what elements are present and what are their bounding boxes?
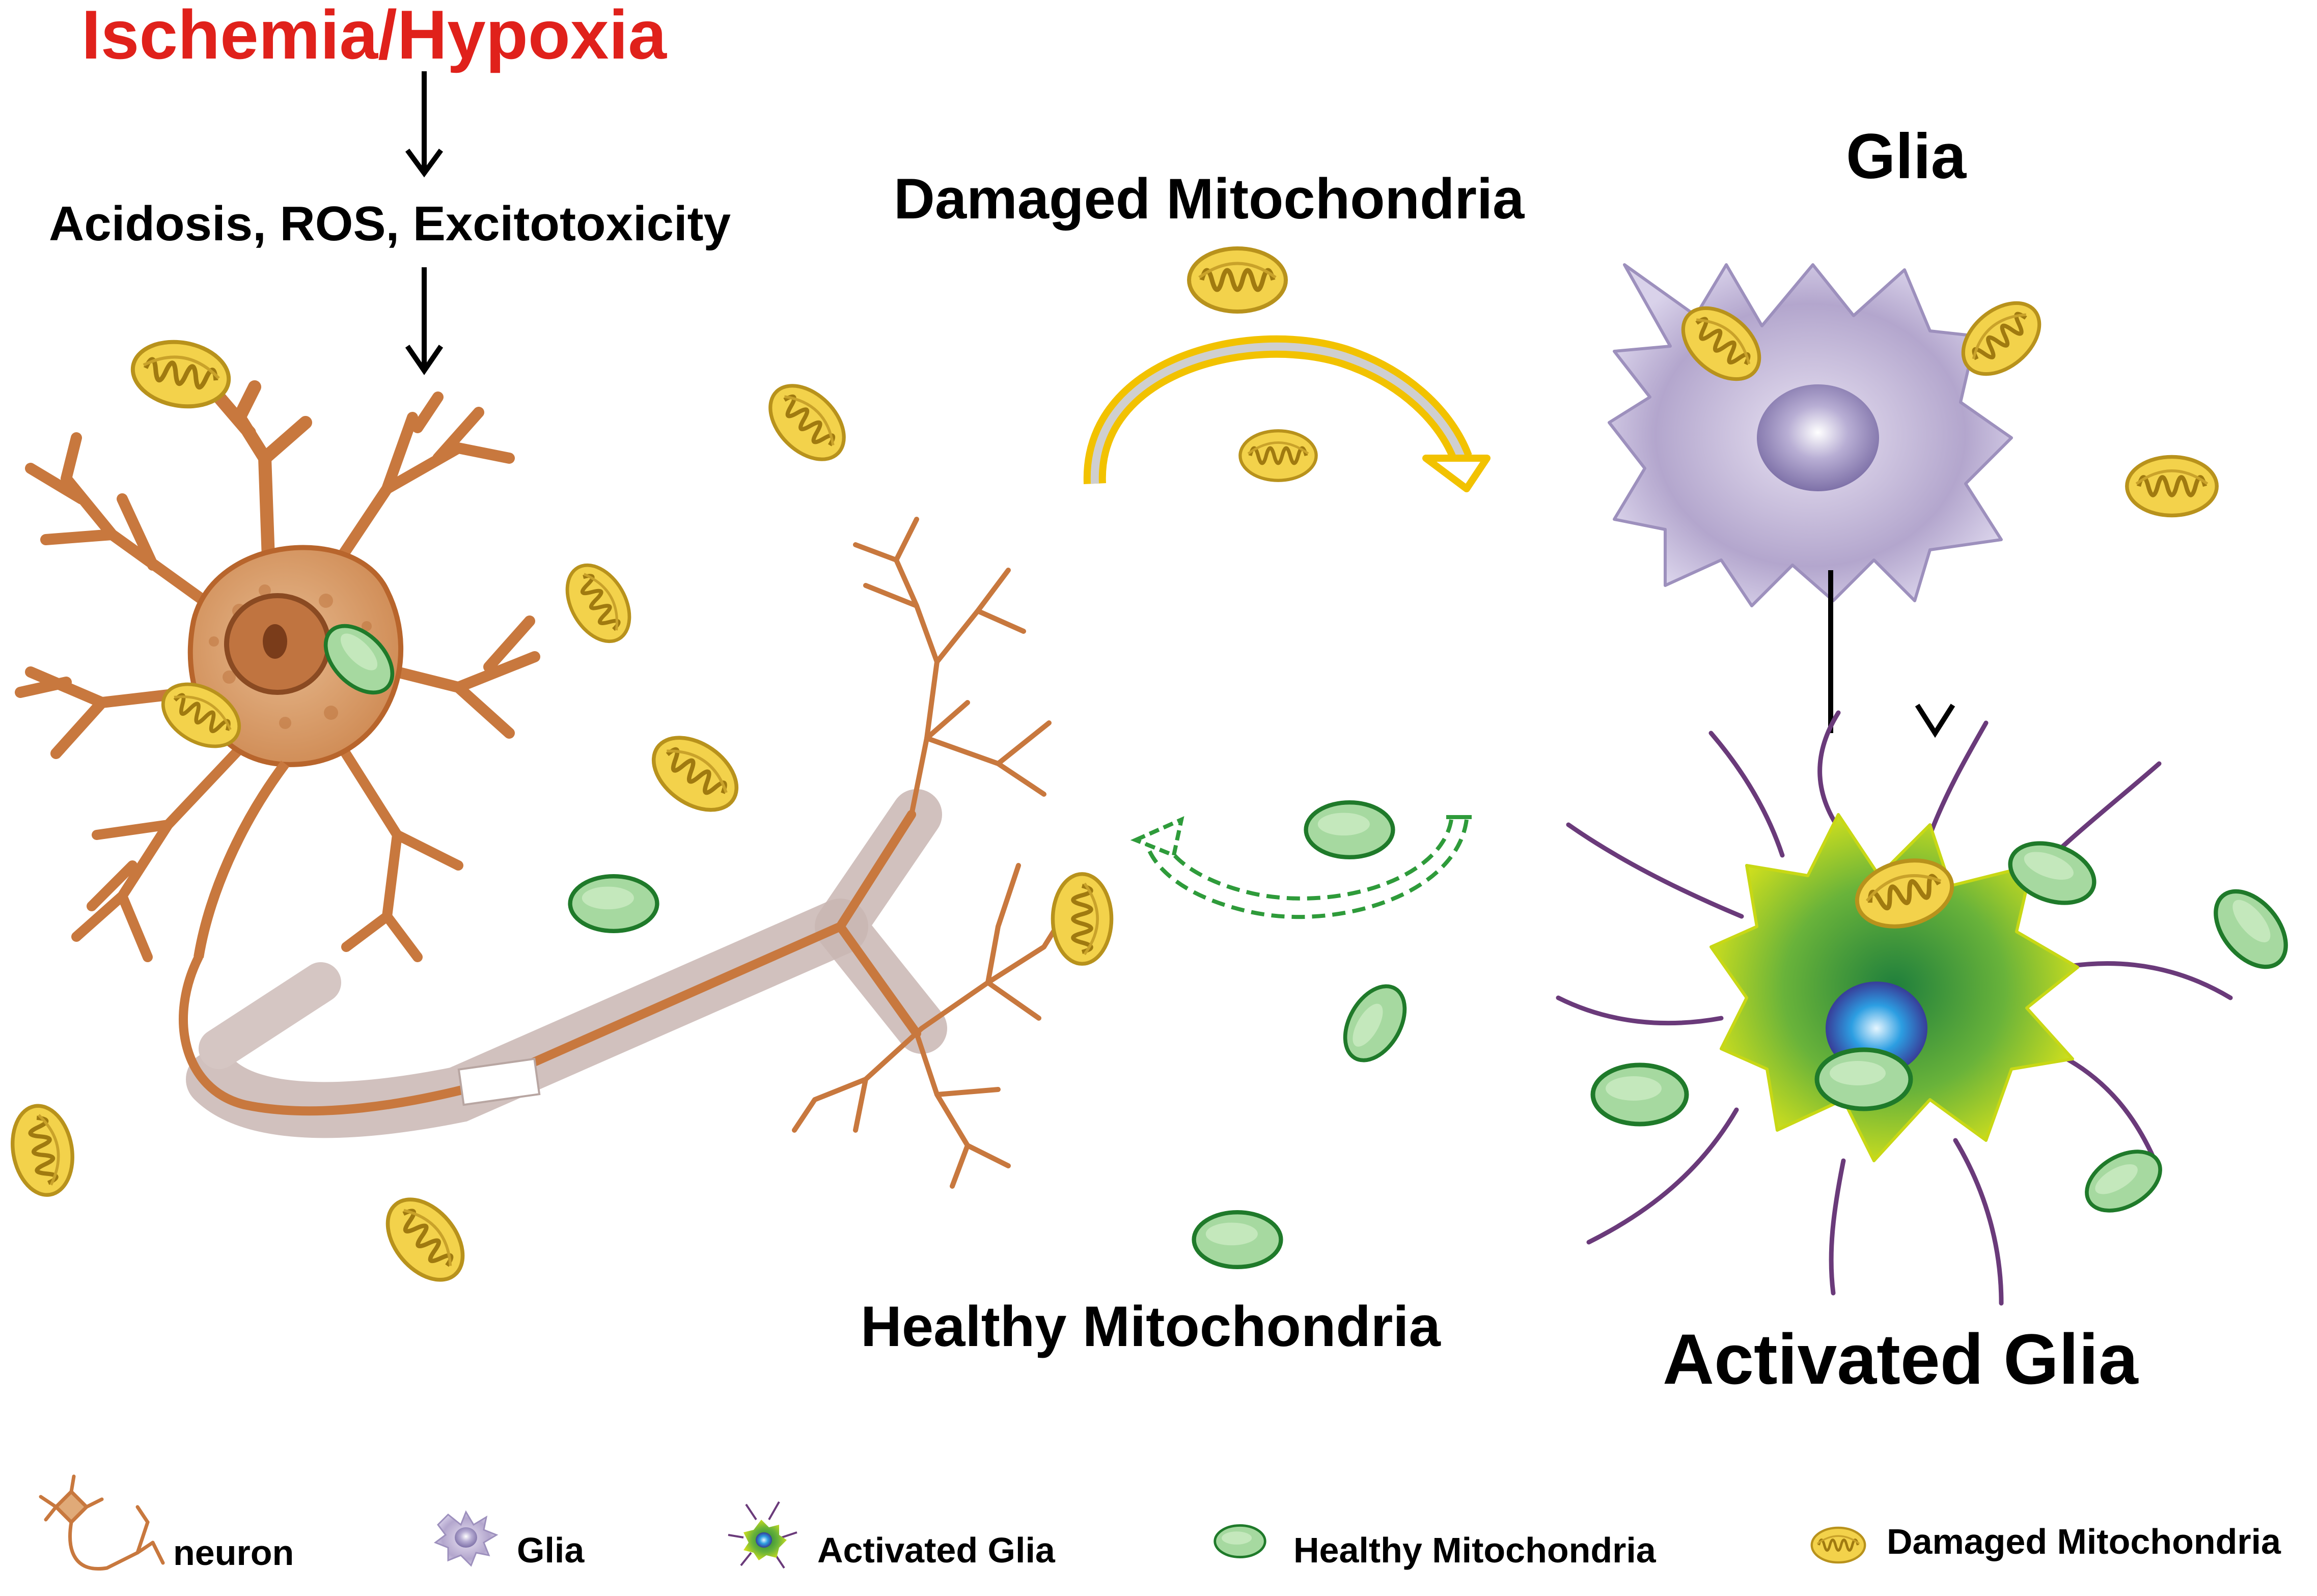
- healthy-mitochondrion: [2077, 1139, 2171, 1223]
- damaged-mitochondrion: [373, 1185, 478, 1294]
- cascade-label: Acidosis, ROS, Excitotoxicity: [49, 197, 731, 251]
- healthy-mitochondrion: [1333, 976, 1417, 1071]
- activated-glia-icon: [728, 1501, 797, 1569]
- healthy-transfer-arrow: [1130, 815, 1472, 919]
- axon-terminals: [792, 517, 1072, 1189]
- glia-icon: [433, 1510, 499, 1567]
- axon-line: [179, 810, 921, 1116]
- damaged-mitochondrion: [2127, 457, 2217, 515]
- healthy-mitochondrion: [1817, 1050, 1911, 1109]
- damaged-mitochondrion: [756, 372, 858, 473]
- legend-label-neuron: neuron: [173, 1533, 294, 1573]
- damaged-mitochondrion: [640, 723, 750, 825]
- activated-glia-cell: [1556, 710, 2233, 1306]
- legend-label-damaged-mitochondria: Damaged Mitochondria: [1887, 1522, 2281, 1561]
- cascade-arrows: [405, 71, 444, 375]
- damaged-transfer-arrow: [1083, 335, 1491, 492]
- damaged-mitochondrion: [1240, 431, 1316, 480]
- diagram-title: Ischemia/Hypoxia: [81, 0, 667, 73]
- glia-activation-arrow: [1828, 570, 1955, 738]
- glia-label: Glia: [1846, 121, 1967, 192]
- damaged-mitochondrion: [1053, 874, 1111, 964]
- legend-label-glia: Glia: [517, 1530, 585, 1570]
- legend-label-healthy-mitochondria: Healthy Mitochondria: [1293, 1530, 1656, 1570]
- healthy-mitochondrion: [1306, 802, 1393, 857]
- healthy-mitochondrion: [570, 876, 657, 931]
- healthy-mitochondria-icon: [1215, 1525, 1265, 1557]
- glia-nucleus: [1757, 384, 1879, 491]
- healthy-mitochondrion: [1593, 1065, 1687, 1124]
- node-of-ranvier: [457, 1057, 541, 1106]
- neuron: [15, 380, 1072, 1189]
- healthy-mitochondria-label: Healthy Mitochondria: [861, 1295, 1441, 1358]
- axon-branch-myelin: [815, 789, 947, 1054]
- healthy-mitochondrion: [2202, 878, 2300, 980]
- damaged-mitochondrion: [1189, 248, 1286, 312]
- damaged-mitochondria-icon: [1812, 1528, 1865, 1562]
- healthy-mitochondrion: [1194, 1212, 1281, 1267]
- damaged-mitochondria-label: Damaged Mitochondria: [894, 167, 1525, 231]
- axon-myelin-stub: [199, 962, 341, 1069]
- neuron-icon: [39, 1474, 165, 1571]
- glia-cell: [1608, 263, 2013, 607]
- activated-glia-label: Activated Glia: [1663, 1319, 2138, 1399]
- damaged-mitochondrion: [6, 1101, 79, 1200]
- legend-icons: [39, 1474, 1865, 1571]
- neuron-nucleolus: [263, 624, 287, 659]
- legend-label-activated-glia: Activated Glia: [817, 1530, 1055, 1570]
- damaged-mitochondrion: [555, 554, 642, 653]
